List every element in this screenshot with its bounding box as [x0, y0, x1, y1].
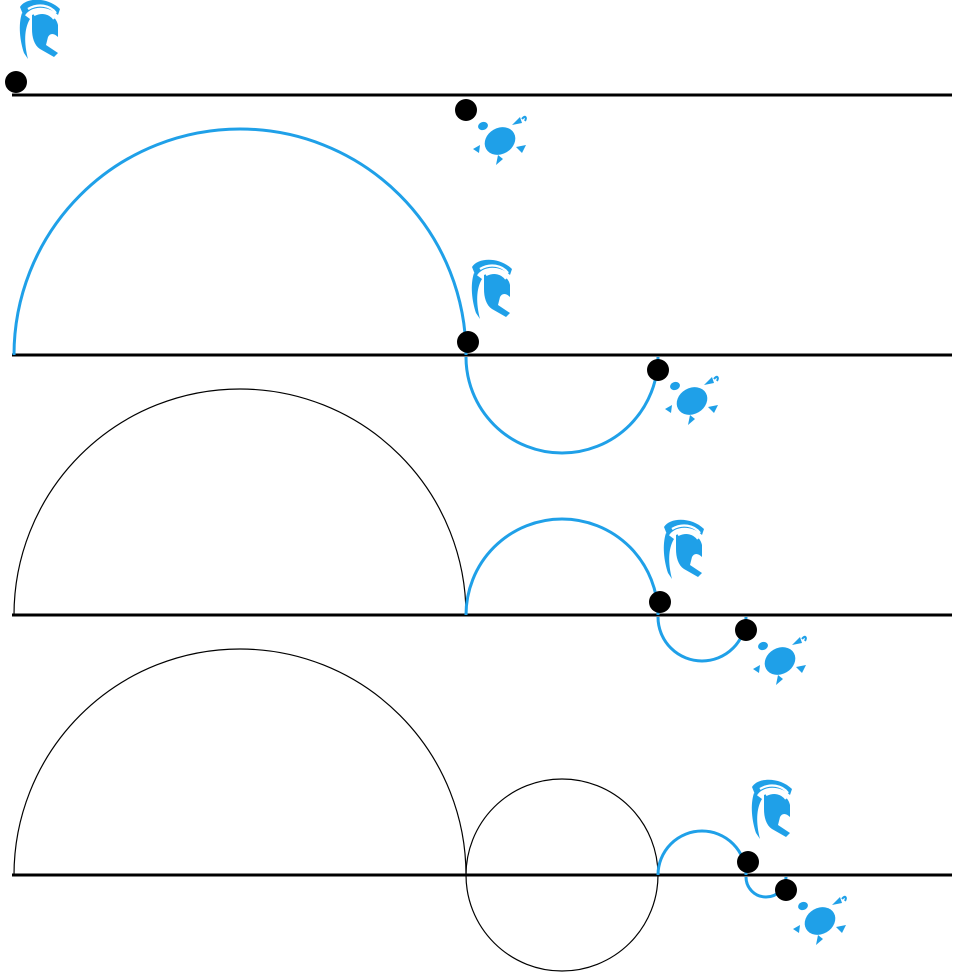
turtle-icon	[752, 635, 807, 686]
spartan-helmet-icon	[662, 518, 706, 581]
runner-dot	[737, 851, 759, 873]
stage-2	[12, 127, 952, 455]
runner-dot	[457, 331, 479, 353]
runner-arc	[12, 127, 468, 356]
follower-dot	[775, 879, 797, 901]
turtle-icon	[792, 895, 847, 946]
spartan-helmet-icon	[750, 778, 794, 841]
follower-arc	[656, 616, 748, 663]
follower-dot	[735, 619, 757, 641]
runner-arc	[464, 517, 660, 616]
stage-4	[12, 648, 952, 972]
completed-arc	[13, 648, 467, 876]
spartan-helmet-icon	[470, 258, 514, 321]
completed-arc	[13, 388, 467, 616]
turtle-icon	[472, 115, 527, 166]
runner-arc	[656, 829, 748, 876]
stages-layer	[5, 0, 952, 972]
turtle-icon	[664, 375, 719, 426]
follower-dot	[647, 359, 669, 381]
follower-arc	[464, 356, 660, 455]
follower-dot	[455, 99, 477, 121]
runner-dot	[649, 591, 671, 613]
stage-1	[5, 0, 952, 166]
runner-dot	[5, 71, 27, 93]
spartan-helmet-icon	[18, 0, 62, 61]
stage-3	[12, 388, 952, 686]
